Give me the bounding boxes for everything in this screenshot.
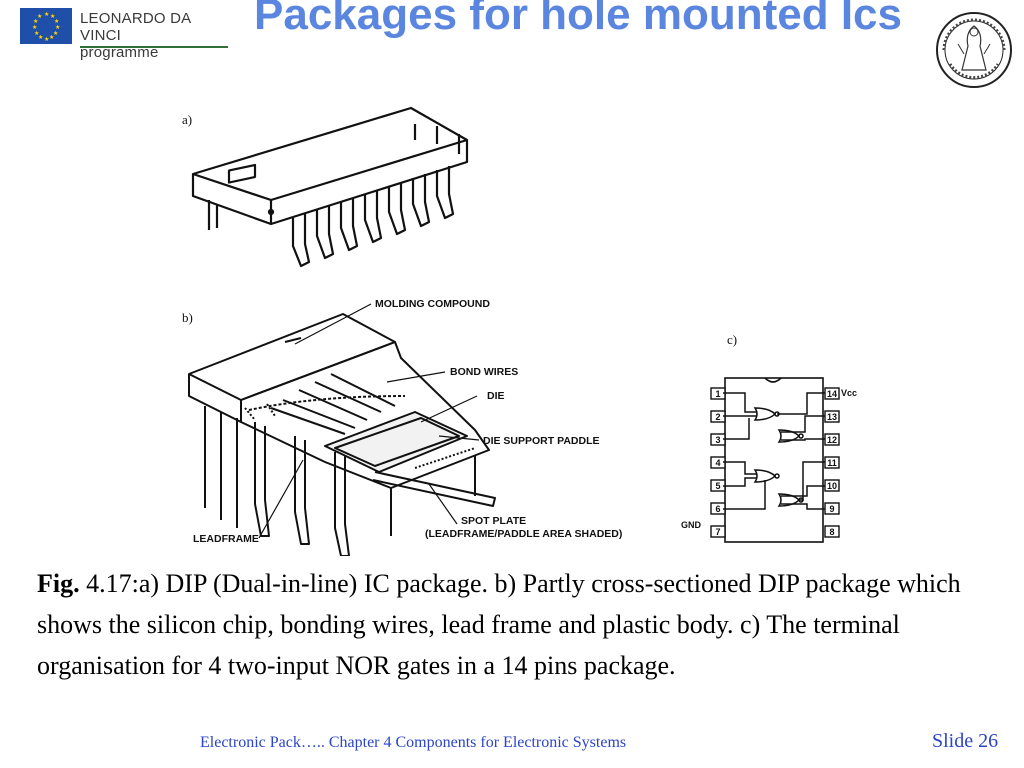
nor-pinout-diagram xyxy=(724,377,824,543)
pin-right-10-number: 10 xyxy=(827,481,837,491)
logo-line-2: programme xyxy=(80,44,159,61)
figure-label-a: a) xyxy=(182,112,192,127)
svg-text:★: ★ xyxy=(33,18,38,25)
figure-label-b: b) xyxy=(182,310,193,325)
callout-leadframe: LEADFRAME xyxy=(193,533,259,545)
nor-gates xyxy=(723,392,825,510)
figure-caption: Fig. 4.17:a) DIP (Dual-in-line) IC packa… xyxy=(37,563,997,686)
callout-bond-wires: BOND WIRES xyxy=(450,366,518,378)
pin-left-2-number: 2 xyxy=(715,412,720,422)
svg-text:★: ★ xyxy=(44,36,49,43)
logo-rule xyxy=(80,46,228,48)
svg-text:★: ★ xyxy=(37,13,42,20)
svg-text:★: ★ xyxy=(55,24,60,31)
caption-text: 4.17:a) DIP (Dual-in-line) IC package. b… xyxy=(37,569,961,680)
dip-package-drawing xyxy=(191,106,469,268)
callout-leaders xyxy=(258,303,480,539)
pin-right-8-box xyxy=(824,525,840,538)
figure-label-c: c) xyxy=(727,332,737,347)
svg-text:★: ★ xyxy=(34,30,39,37)
callout-spot-plate-sub: (LEADFRAME/PADDLE AREA SHADED) xyxy=(425,528,622,540)
slide-number: Slide 26 xyxy=(932,730,999,752)
pin-left-6-number: 6 xyxy=(715,504,720,514)
callout-die: DIE xyxy=(487,390,505,402)
callout-die-support-paddle: DIE SUPPORT PADDLE xyxy=(483,435,599,447)
pin-left-7-box xyxy=(710,525,726,538)
pin-right-14-number: 14 xyxy=(827,389,837,399)
pin-left-7-number: 7 xyxy=(715,527,720,537)
svg-text:★: ★ xyxy=(49,34,54,41)
svg-text:★: ★ xyxy=(54,18,59,25)
leonardo-da-vinci-logo: ★★★ ★★★ ★★★ ★★★ LEONARDO DA VINCI progra… xyxy=(20,8,228,61)
svg-text:★: ★ xyxy=(53,30,58,37)
ic-package-figure: a) b) xyxy=(182,106,857,556)
svg-text:★: ★ xyxy=(38,34,43,41)
pin-right-12-number: 12 xyxy=(827,435,837,445)
pin-right-11-number: 11 xyxy=(827,458,837,468)
svg-text:★: ★ xyxy=(32,24,37,31)
pin-right-8-number: 8 xyxy=(829,527,834,537)
svg-text:★: ★ xyxy=(50,13,55,20)
pin-right-13-number: 13 xyxy=(827,412,837,422)
callout-spot-plate: SPOT PLATE xyxy=(461,515,526,527)
pin-left-5-number: 5 xyxy=(715,481,720,491)
pin-right-9-number: 9 xyxy=(829,504,834,514)
pin-left-1-number: 1 xyxy=(715,389,720,399)
eu-flag-icon: ★★★ ★★★ ★★★ ★★★ xyxy=(20,8,72,44)
caption-bold-label: Fig. xyxy=(37,569,80,598)
footer-course-text: Electronic Pack….. Chapter 4 Components … xyxy=(200,734,627,751)
pin-left-4-number: 4 xyxy=(715,458,720,468)
university-seal-icon xyxy=(934,10,1014,90)
cross-section-drawing xyxy=(188,313,496,556)
logo-line-1: LEONARDO DA VINCI xyxy=(80,10,191,44)
vcc-label: Vcc xyxy=(841,388,857,398)
gnd-label: GND xyxy=(681,520,702,530)
svg-text:★: ★ xyxy=(44,11,49,18)
slide-title: Packages for hole mounted Ics xyxy=(254,0,902,39)
pin-left-3-number: 3 xyxy=(715,435,720,445)
callout-molding-compound: MOLDING COMPOUND xyxy=(375,298,490,310)
